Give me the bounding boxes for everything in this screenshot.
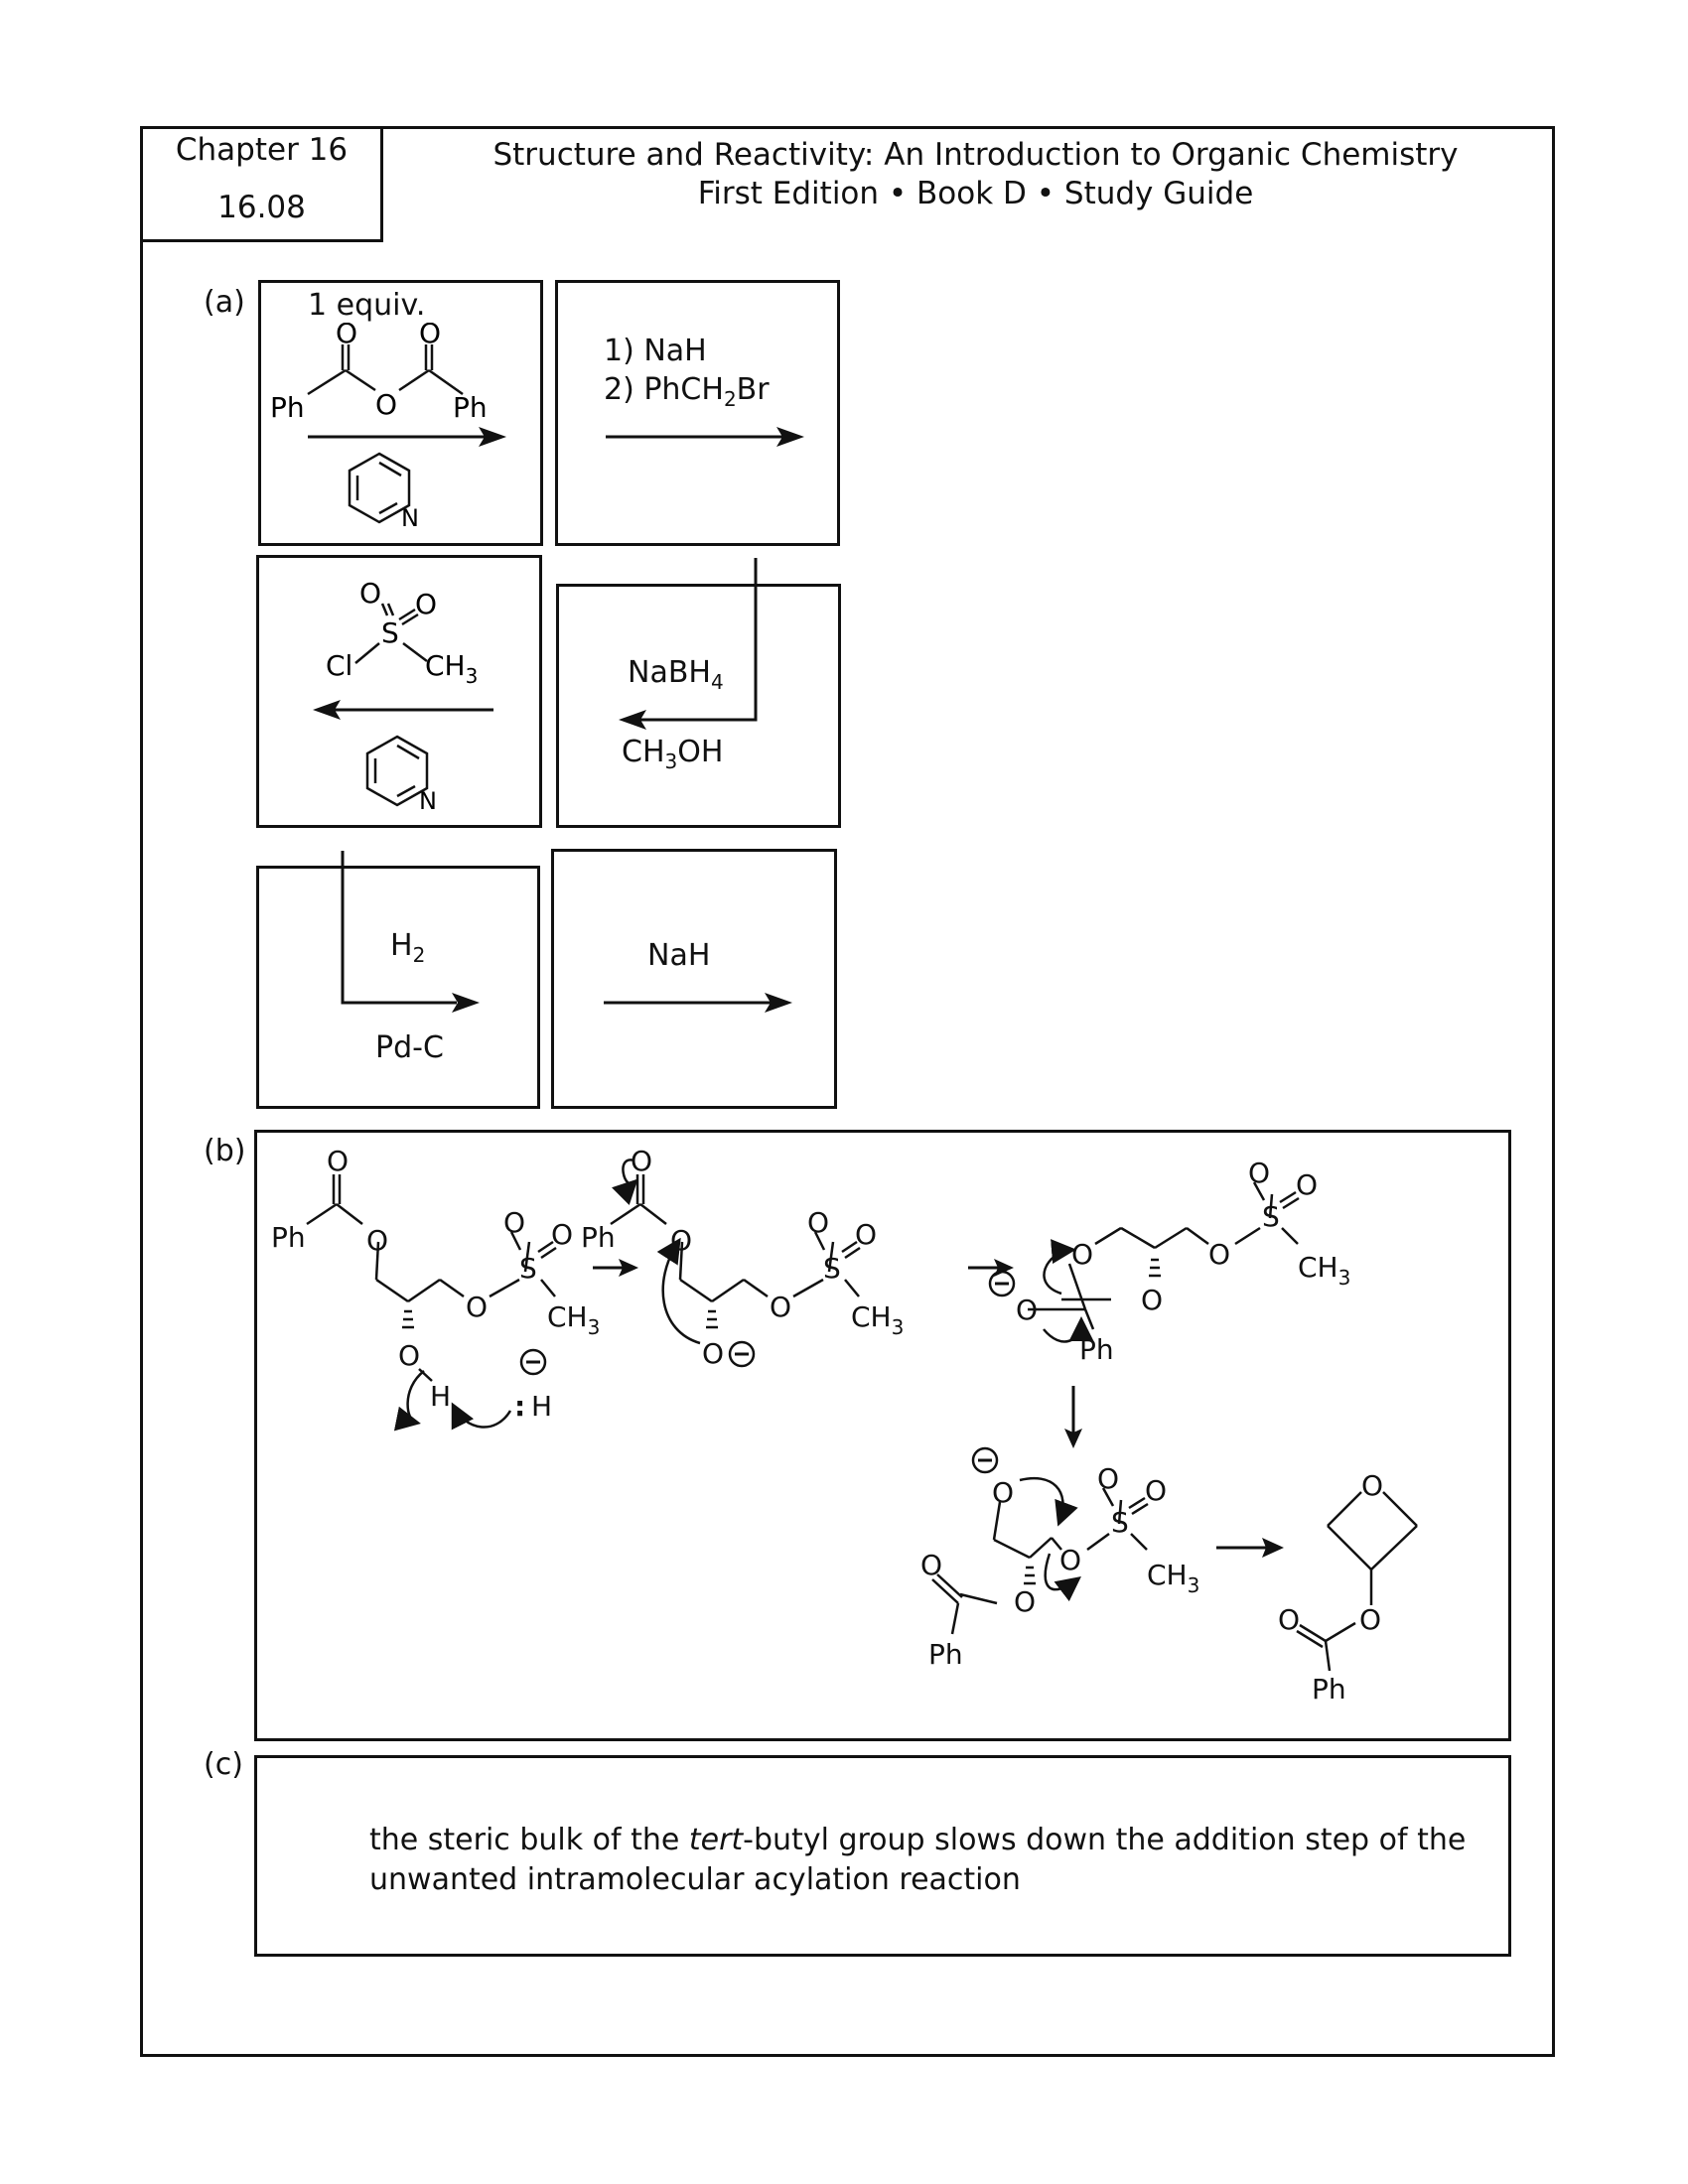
part-b-label: (b) bbox=[204, 1134, 246, 1168]
step1-amount: 1 equiv. bbox=[308, 288, 426, 323]
step2-to-step3-bent-arrow bbox=[619, 558, 758, 730]
s3-so-o1: O bbox=[1248, 1157, 1270, 1189]
product-ring-o: O bbox=[1361, 1469, 1383, 1502]
s1-hydroxyl-h: H bbox=[430, 1380, 451, 1413]
step1-arrow bbox=[308, 427, 506, 447]
anhydride-ph-left: Ph bbox=[270, 391, 305, 422]
svg-text:Cl: Cl bbox=[326, 649, 352, 682]
answer-box bbox=[254, 1755, 1511, 1957]
step5-box bbox=[256, 866, 540, 1109]
benzoic-anhydride-structure: O O Ph O Ph bbox=[270, 323, 488, 422]
s1-ph: Ph bbox=[271, 1221, 306, 1254]
s4-s: S bbox=[1111, 1506, 1129, 1539]
part-a-label: (a) bbox=[204, 285, 245, 320]
s3-ring-o1: O bbox=[1071, 1238, 1093, 1271]
step3-reagent: NaBH4 bbox=[628, 655, 724, 694]
svg-text:N: N bbox=[419, 787, 437, 815]
s2-ph: Ph bbox=[581, 1221, 616, 1254]
s1-hydroxyl-o: O bbox=[398, 1339, 420, 1372]
s1-ch3: CH3 bbox=[547, 1300, 600, 1339]
s2-ch3: CH3 bbox=[851, 1300, 904, 1339]
s4-carbonyl-o: O bbox=[920, 1549, 942, 1581]
svg-text:O: O bbox=[415, 588, 437, 620]
s1-s: S bbox=[519, 1252, 537, 1285]
step3-solvent: CH3OH bbox=[622, 735, 724, 773]
problem-number: 16.08 bbox=[217, 190, 306, 225]
s2-so-o2: O bbox=[855, 1218, 877, 1251]
s1-ester-o: O bbox=[366, 1224, 388, 1257]
step2-line2: 2) PhCH2Br bbox=[604, 372, 770, 411]
product-ester-o: O bbox=[1359, 1603, 1381, 1636]
svg-text:N: N bbox=[401, 504, 419, 532]
svg-text:S: S bbox=[381, 616, 399, 649]
s1-hydride-lone-pair: : bbox=[514, 1390, 525, 1423]
step4-arrow bbox=[313, 700, 493, 720]
step1-box bbox=[258, 280, 543, 546]
step3-box bbox=[556, 584, 841, 828]
s3-ring-o2: O bbox=[1016, 1294, 1038, 1326]
s1-so-o2: O bbox=[551, 1218, 573, 1251]
chapter-label: Chapter 16 bbox=[175, 132, 349, 168]
step4-box bbox=[256, 555, 542, 828]
anhydride-ph-right: Ph bbox=[453, 391, 488, 422]
answer-line2: unwanted intramolecular acylation reacti… bbox=[369, 1862, 1021, 1897]
mesyl-chloride-structure: O O S Cl CH3 bbox=[326, 577, 478, 688]
s2-alkoxide-o: O bbox=[702, 1337, 724, 1370]
s1-so-o1: O bbox=[503, 1206, 525, 1239]
s2-carbonyl-o: O bbox=[631, 1145, 652, 1177]
step4-to-step5-bent-arrow bbox=[341, 851, 480, 1013]
s2-ether-o: O bbox=[770, 1291, 791, 1323]
s4-so-o2: O bbox=[1145, 1474, 1167, 1507]
s2-so-o1: O bbox=[807, 1206, 829, 1239]
s3-ring-o3: O bbox=[1141, 1284, 1163, 1316]
part-c-label: (c) bbox=[204, 1747, 243, 1782]
s4-ph: Ph bbox=[928, 1638, 963, 1671]
svg-text:CH3: CH3 bbox=[425, 649, 478, 688]
pyridine-icon: N bbox=[348, 452, 419, 532]
s3-ch3: CH3 bbox=[1298, 1251, 1350, 1290]
step6-box bbox=[551, 849, 837, 1109]
product-carbonyl-o: O bbox=[1278, 1603, 1300, 1636]
step5-reagent: H2 bbox=[390, 928, 426, 967]
step2-arrow bbox=[606, 427, 804, 447]
answer-line1: the steric bulk of the tert-butyl group … bbox=[369, 1823, 1467, 1857]
s1-carbonyl-o: O bbox=[327, 1145, 349, 1177]
step6-reagent: NaH bbox=[647, 938, 711, 973]
s3-ether-o: O bbox=[1208, 1238, 1230, 1271]
svg-text:O: O bbox=[359, 577, 381, 610]
step2-box bbox=[555, 280, 840, 546]
product-ph: Ph bbox=[1312, 1673, 1346, 1706]
anhydride-o-bridge: O bbox=[375, 388, 397, 421]
s4-mesylate-o: O bbox=[1059, 1544, 1081, 1576]
anhydride-o-right: O bbox=[419, 323, 441, 349]
book-subtitle: First Edition • Book D • Study Guide bbox=[697, 176, 1254, 211]
s4-alkoxide-o: O bbox=[992, 1476, 1014, 1509]
mechanism-box bbox=[254, 1130, 1511, 1741]
chapter-box bbox=[140, 126, 383, 242]
pyridine-icon-2: N bbox=[365, 735, 437, 815]
s4-so-o1: O bbox=[1097, 1462, 1119, 1495]
s2-s: S bbox=[823, 1252, 841, 1285]
s4-ester-o: O bbox=[1014, 1585, 1036, 1618]
s1-hydride-h: H bbox=[531, 1390, 552, 1423]
s3-ph: Ph bbox=[1079, 1333, 1114, 1366]
s3-so-o2: O bbox=[1296, 1168, 1318, 1201]
s3-s: S bbox=[1262, 1200, 1280, 1233]
step6-arrow bbox=[604, 993, 792, 1013]
book-title: Structure and Reactivity: An Introductio… bbox=[492, 137, 1459, 173]
anhydride-o-left: O bbox=[336, 323, 357, 349]
s4-ch3: CH3 bbox=[1147, 1559, 1199, 1597]
step2-line1: 1) NaH bbox=[604, 334, 707, 368]
mechanism-diagram: O Ph O O O O S CH3 O H : H O Ph O O O O bbox=[271, 1145, 1418, 1706]
s1-ether-o: O bbox=[466, 1291, 488, 1323]
step5-catalyst: Pd-C bbox=[375, 1030, 444, 1065]
